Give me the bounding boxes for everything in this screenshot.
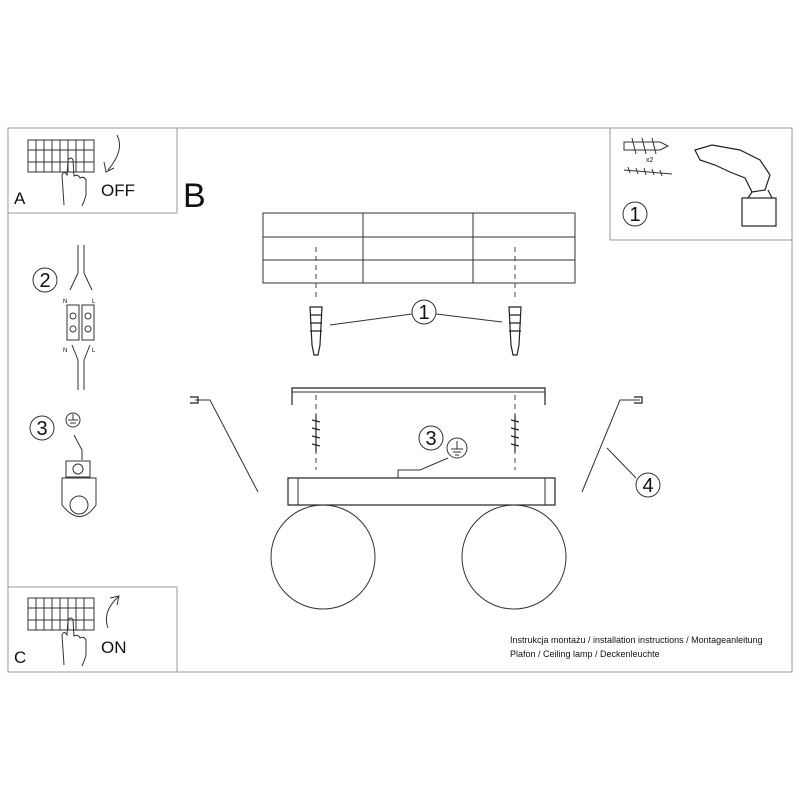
- arrow-up-icon: [105, 595, 120, 629]
- live-top-label: L: [92, 299, 96, 305]
- panel-b-letter: B: [183, 177, 206, 215]
- breaker-panel-icon: [27, 139, 95, 173]
- hand-icon: [61, 617, 87, 667]
- arrow-down-icon: [103, 134, 120, 173]
- screw-right: [510, 415, 520, 452]
- ground-symbol-icon: [446, 437, 468, 459]
- ground-step: 3: [29, 412, 97, 517]
- outer-frame: [7, 127, 793, 673]
- lamp-body: [287, 477, 556, 506]
- wiring-step: 2 N L N L: [32, 245, 96, 390]
- on-label: ON: [101, 638, 127, 657]
- globe-shade-left: [270, 504, 376, 610]
- screw-icon: [623, 166, 673, 177]
- wall-plug-left: [309, 306, 323, 356]
- breaker-panel-icon: [27, 597, 95, 631]
- suspension-wire: [195, 399, 640, 493]
- quantity-label: x2: [646, 157, 654, 164]
- wall-plug-icon: [623, 137, 670, 155]
- drill-icon: [694, 144, 777, 227]
- mounting-bracket: [291, 387, 546, 405]
- ground-symbol-icon: [65, 412, 81, 428]
- off-label: OFF: [101, 181, 135, 200]
- panel-a-letter: A: [14, 189, 26, 208]
- footer-title: Instrukcja montażu / installation instru…: [510, 635, 763, 645]
- panel-c-power-on: C ON: [7, 586, 178, 673]
- step-3-number: 3: [36, 418, 47, 440]
- panel-c-letter: C: [14, 648, 26, 667]
- neutral-bottom-label: N: [63, 348, 67, 354]
- wall-plug-right: [508, 306, 522, 356]
- ceiling-wall: [262, 212, 576, 284]
- step-1-number: 1: [629, 204, 640, 226]
- globe-shade-right: [461, 504, 567, 610]
- step-2-number: 2: [39, 270, 50, 292]
- screw-left: [311, 415, 321, 452]
- callout-4: 4: [642, 475, 653, 497]
- tools-panel: x2 1: [609, 127, 793, 241]
- footer-subtitle: Plafon / Ceiling lamp / Deckenleuchte: [510, 649, 660, 659]
- callout-3: 3: [425, 428, 436, 450]
- hand-icon: [61, 157, 87, 207]
- panel-a-power-off: A OFF: [7, 127, 178, 214]
- live-bottom-label: L: [92, 348, 96, 354]
- callout-1: 1: [418, 302, 429, 324]
- neutral-top-label: N: [63, 299, 67, 305]
